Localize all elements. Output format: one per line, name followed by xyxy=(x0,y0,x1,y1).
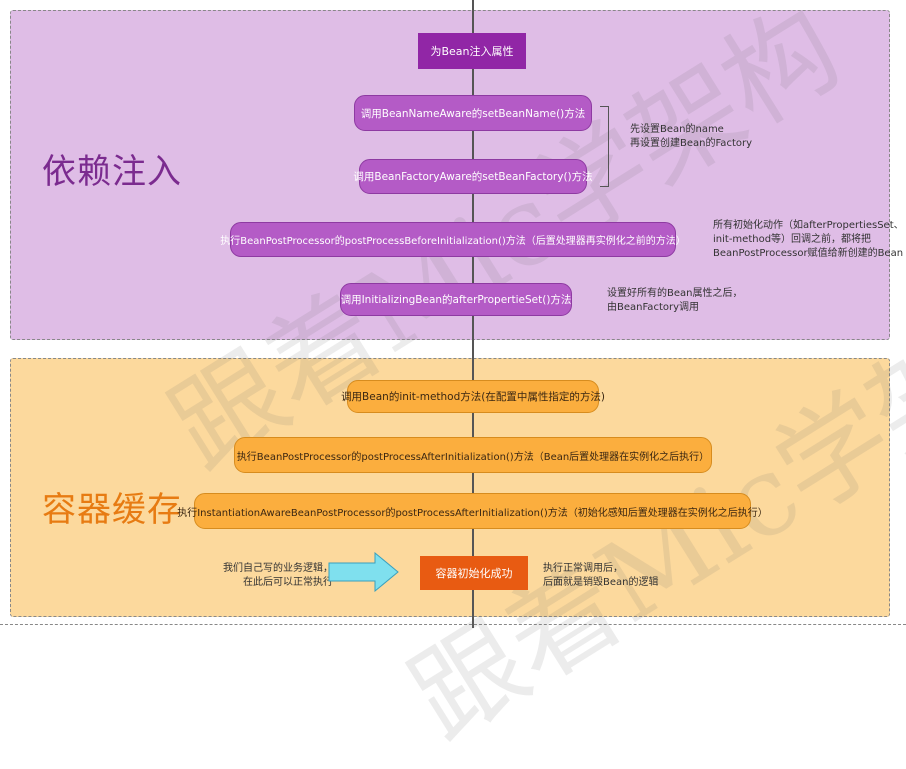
step-init-method: 调用Bean的init-method方法(在配置中属性指定的方法) xyxy=(341,380,605,413)
step-post-process-before-init: 执行BeanPostProcessor的postProcessBeforeIni… xyxy=(220,222,686,257)
note-before-init-line-3: BeanPostProcessor赋值给新创建的Bean xyxy=(713,248,904,259)
section-label-container-cache: 容器缓存 xyxy=(42,490,182,530)
step-set-bean-factory: 调用BeanFactoryAware的setBeanFactory()方法 xyxy=(353,159,593,194)
note-after-props-line-1: 设置好所有的Bean属性之后， xyxy=(607,288,743,299)
note-destroy-line-2: 后面就是销毁Bean的逻辑 xyxy=(543,577,659,588)
note-after-props-line-2: 由BeanFactory调用 xyxy=(607,302,700,313)
note-destroy-line-1: 执行正常调用后， xyxy=(543,563,623,574)
note-aware: 先设置Bean的name 再设置创建Bean的Factory xyxy=(630,123,752,151)
note-aware-line-1: 先设置Bean的name xyxy=(630,124,724,135)
section-label-dependency-injection: 依赖注入 xyxy=(42,152,182,192)
note-business-line-2: 在此后可以正常执行 xyxy=(243,577,333,588)
aware-bracket xyxy=(600,106,609,187)
note-business: 我们自己写的业务逻辑， 在此后可以正常执行 xyxy=(221,562,333,590)
step-post-process-after-init: 执行BeanPostProcessor的postProcessAfterInit… xyxy=(234,437,712,473)
step-after-properties-set: 调用InitializingBean的afterPropertieSet()方法 xyxy=(340,283,572,316)
right-arrow-icon xyxy=(328,552,399,592)
note-before-init-line-2: init-method等）回调之前，都将把 xyxy=(713,234,872,245)
note-aware-line-2: 再设置创建Bean的Factory xyxy=(630,138,753,149)
note-business-line-1: 我们自己写的业务逻辑， xyxy=(223,563,333,574)
flow-line-top xyxy=(472,0,474,10)
step-set-bean-name: 调用BeanNameAware的setBeanName()方法 xyxy=(354,95,592,131)
flow-line-bottom xyxy=(472,617,474,628)
step-aware-post-process-after-init: 执行InstantiationAwareBeanPostProcessor的po… xyxy=(177,493,768,529)
bottom-divider xyxy=(0,624,906,625)
step-inject-properties: 为Bean注入属性 xyxy=(418,33,526,69)
note-destroy: 执行正常调用后， 后面就是销毁Bean的逻辑 xyxy=(543,562,658,590)
flow-line-2 xyxy=(472,358,474,617)
note-before-init: 所有初始化动作（如afterPropertiesSet、 init-method… xyxy=(713,219,904,261)
note-before-init-line-1: 所有初始化动作（如afterPropertiesSet、 xyxy=(713,220,904,231)
step-container-init-success: 容器初始化成功 xyxy=(420,556,528,590)
note-after-props: 设置好所有的Bean属性之后， 由BeanFactory调用 xyxy=(607,287,742,315)
